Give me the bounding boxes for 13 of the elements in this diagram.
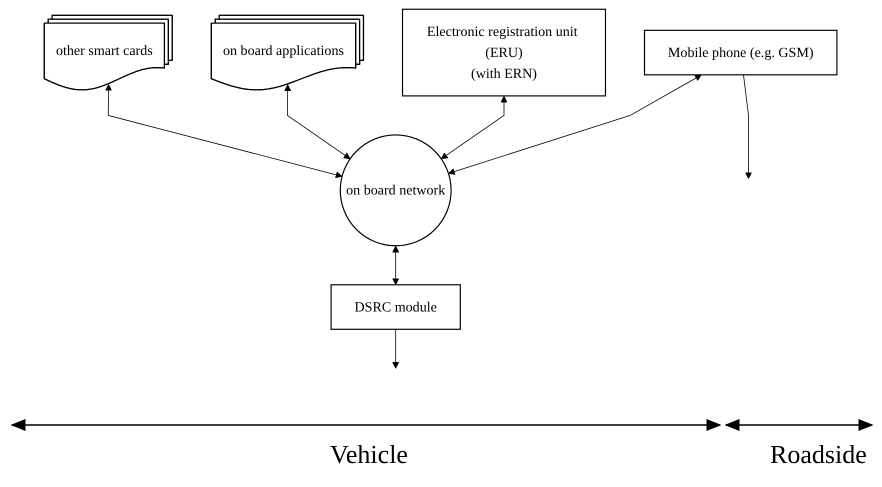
node-box: Mobile phone (e.g. GSM) xyxy=(644,29,838,75)
arrow xyxy=(106,84,343,178)
arrow xyxy=(284,84,351,159)
region-label: Roadside xyxy=(770,440,867,470)
arrow xyxy=(441,95,508,159)
region-label: Vehicle xyxy=(330,440,408,470)
arrow xyxy=(392,328,400,368)
node-circle: on board network xyxy=(340,134,452,246)
arrow xyxy=(744,74,752,178)
arrow xyxy=(392,245,400,285)
arrow xyxy=(448,74,702,174)
node-box: Electronic registration unit (ERU) (with ERN) xyxy=(402,8,606,96)
node-box: DSRC module xyxy=(330,284,462,330)
